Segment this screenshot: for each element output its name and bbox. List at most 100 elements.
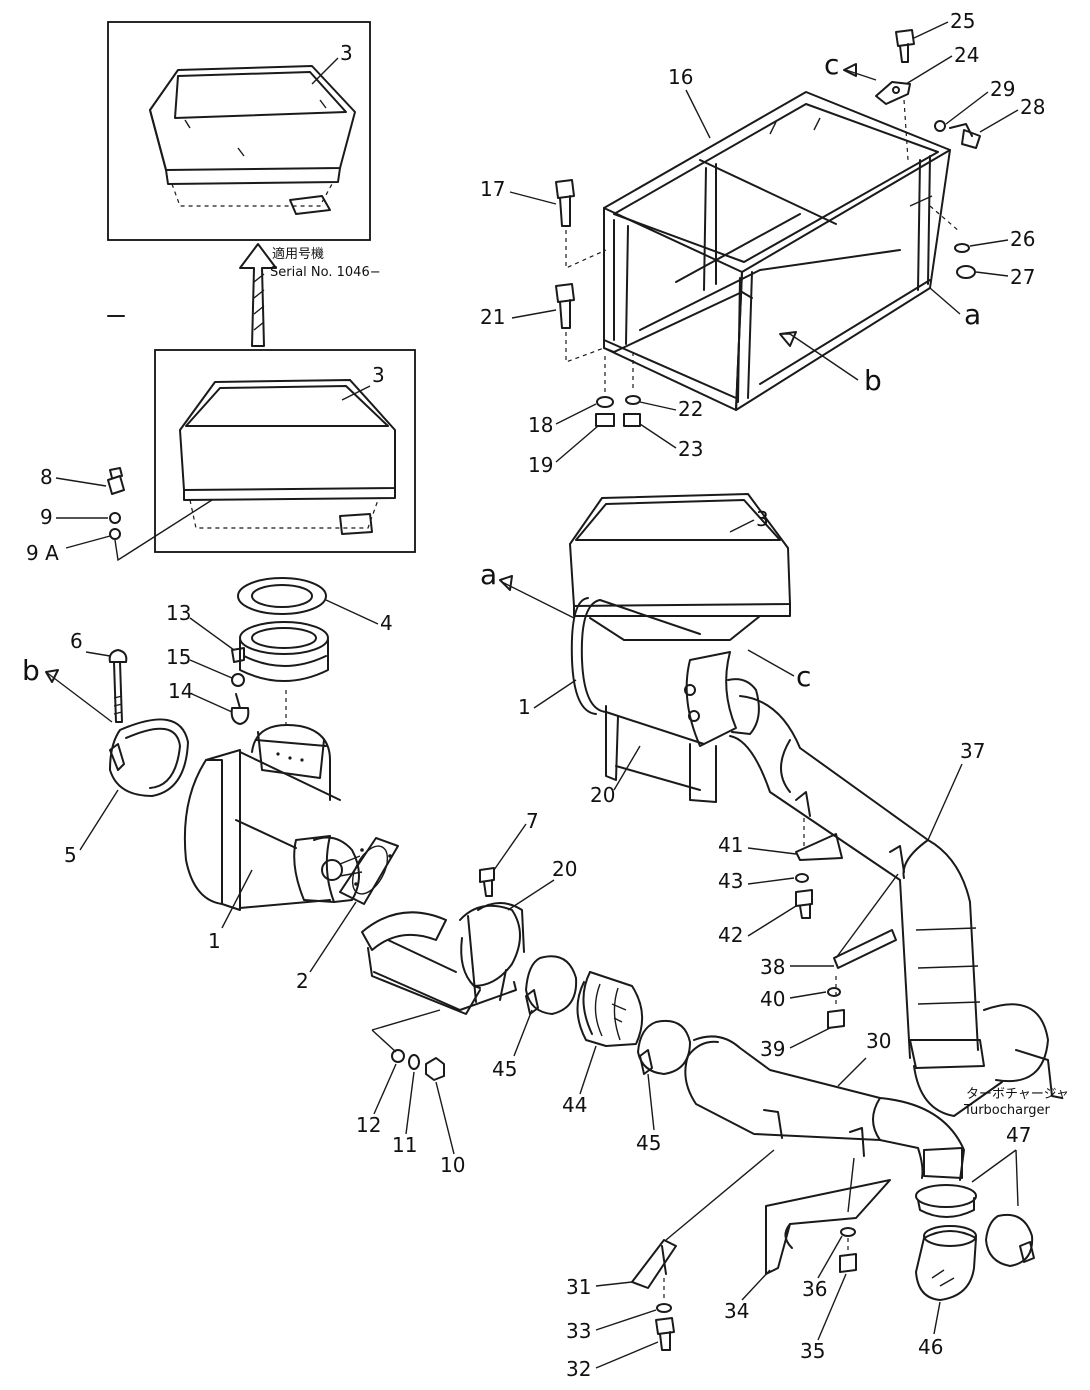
bolt-32-icon	[655, 1317, 675, 1351]
nut-23-icon	[623, 413, 641, 427]
clamp-47-upper-icon	[915, 1184, 977, 1218]
washer-26-icon	[954, 243, 970, 253]
label-9: 9	[40, 505, 53, 529]
gasket-4-icon	[237, 577, 327, 615]
label-13: 13	[166, 601, 191, 625]
label-46: 46	[918, 1335, 943, 1359]
washer-9a-icon	[109, 528, 121, 540]
pipe-30-drawing	[684, 1035, 965, 1181]
bolt-42-icon	[795, 889, 813, 919]
label-42: 42	[718, 923, 743, 947]
label-28: 28	[1020, 95, 1045, 119]
label-26: 26	[1010, 227, 1035, 251]
label-45-right: 45	[636, 1131, 661, 1155]
turbocharger-english: Turbocharger	[963, 1103, 1050, 1118]
label-45-left: 45	[492, 1057, 517, 1081]
label-20-lower: 20	[552, 857, 577, 881]
label-40: 40	[760, 987, 785, 1011]
bolt-7-icon	[479, 867, 495, 897]
air-cleaner-variant-drawing	[149, 65, 356, 215]
label-25: 25	[950, 9, 975, 33]
frame-16-drawing	[603, 91, 951, 411]
label-31: 31	[566, 1275, 591, 1299]
bolt-28-icon	[949, 123, 981, 149]
label-3-standard: 3	[372, 363, 385, 387]
label-22: 22	[678, 397, 703, 421]
label-15: 15	[166, 645, 191, 669]
clamp-45-left-icon	[525, 955, 578, 1015]
label-21: 21	[480, 305, 505, 329]
letter-b-frame: b	[864, 364, 882, 397]
label-6: 6	[70, 629, 83, 653]
variant-frame	[107, 21, 371, 241]
washer-40-icon	[827, 987, 841, 997]
clamp-45-right-icon	[637, 1020, 691, 1075]
letter-a-cleaner: a	[480, 558, 497, 591]
air-cleaner-body-1-drawing	[183, 724, 363, 911]
label-36: 36	[802, 1277, 827, 1301]
clamp-5-icon	[109, 718, 189, 797]
label-8: 8	[40, 465, 53, 489]
label-34: 34	[724, 1299, 749, 1323]
label-18: 18	[528, 413, 553, 437]
label-38: 38	[760, 955, 785, 979]
bolt-14-icon	[230, 693, 250, 725]
label-23: 23	[678, 437, 703, 461]
variant-note-japanese: 適用号機	[272, 246, 324, 262]
standard-frame	[154, 349, 416, 553]
label-3-variant: 3	[340, 41, 353, 65]
gasket-2-icon	[339, 837, 399, 905]
label-9A: 9 A	[26, 541, 59, 565]
label-1-left: 1	[208, 929, 221, 953]
letter-c-cleaner: c	[796, 660, 811, 693]
label-17: 17	[480, 177, 505, 201]
clamp-47-right-icon	[985, 1214, 1035, 1267]
label-11: 11	[392, 1133, 417, 1157]
label-7: 7	[526, 809, 539, 833]
label-19: 19	[528, 453, 553, 477]
label-1-main: 1	[518, 695, 531, 719]
label-14: 14	[168, 679, 193, 703]
label-33: 33	[566, 1319, 591, 1343]
label-47: 47	[1006, 1123, 1031, 1147]
hose-44-icon	[576, 971, 643, 1047]
air-cleaner-standard-drawing	[179, 379, 396, 535]
label-20-main: 20	[590, 783, 615, 807]
washer-36-icon	[840, 1227, 856, 1237]
washer-18-icon	[596, 396, 614, 408]
variant-note-serial: Serial No. 1046−	[270, 265, 381, 280]
washer-29-icon	[934, 120, 946, 132]
washer-22-icon	[625, 395, 641, 405]
label-43: 43	[718, 869, 743, 893]
label-12: 12	[356, 1113, 381, 1137]
air-cleaner-assembly-drawing	[569, 493, 791, 803]
washer-43-icon	[795, 873, 809, 883]
bolt-8-icon	[107, 467, 125, 495]
bolt-6-icon	[107, 315, 128, 723]
elbow-46-icon	[915, 1225, 977, 1301]
variant-arrow-icon	[239, 243, 277, 347]
bolt-39-icon	[827, 1009, 845, 1029]
washer-15-icon	[231, 673, 245, 687]
nut-10-icon	[425, 1057, 445, 1081]
label-44: 44	[562, 1093, 587, 1117]
bolt-17-icon	[555, 179, 575, 227]
label-35: 35	[800, 1339, 825, 1363]
bracket-41-icon	[795, 791, 843, 861]
nut-19-icon	[595, 413, 615, 427]
label-37: 37	[960, 739, 985, 763]
label-16: 16	[668, 65, 693, 89]
bolt-21-icon	[555, 283, 575, 329]
bracket-20-drawing	[361, 902, 525, 1015]
bracket-31-icon	[631, 1239, 677, 1289]
bracket-38-icon	[833, 845, 905, 969]
ring-13-icon	[231, 621, 329, 682]
washer-9-icon	[109, 512, 121, 524]
label-27: 27	[1010, 265, 1035, 289]
label-24: 24	[954, 43, 979, 67]
nut-27-icon	[956, 265, 976, 279]
label-39: 39	[760, 1037, 785, 1061]
letter-a-frame: a	[964, 298, 981, 331]
label-3-main: 3	[756, 507, 769, 531]
